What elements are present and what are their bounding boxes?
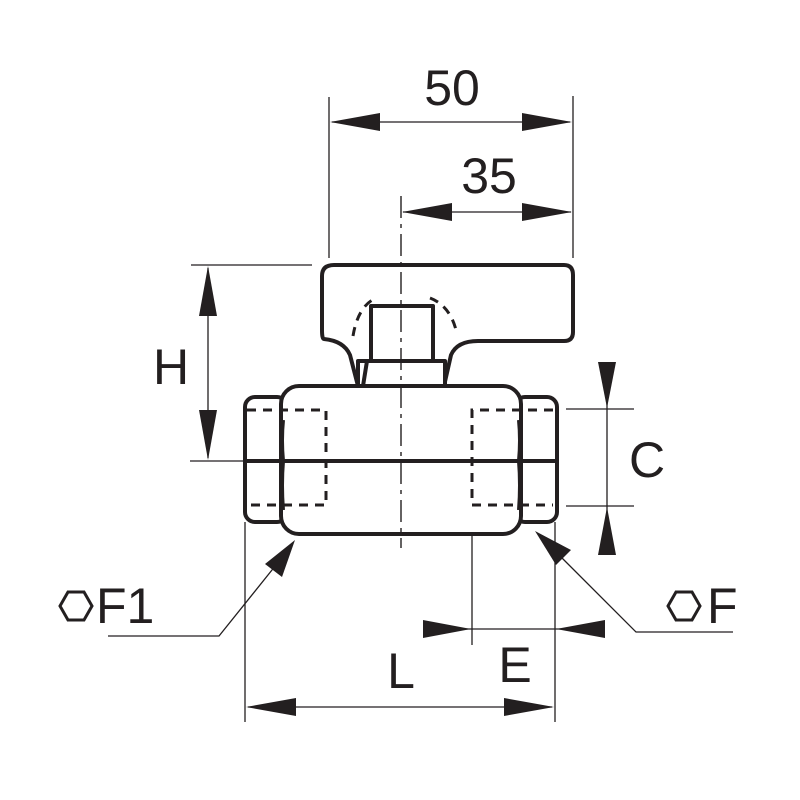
dimension-E-label: E <box>498 637 531 693</box>
callout-left-hex: F1 <box>58 540 295 637</box>
dimension-port-size: C <box>566 362 665 555</box>
dimension-length: L <box>244 522 556 722</box>
callout-right-hex: F <box>535 531 738 634</box>
dimension-C-label: C <box>629 432 665 488</box>
dimension-50-label: 50 <box>424 60 480 116</box>
right-hidden-bore <box>470 408 553 507</box>
dimension-H-label: H <box>153 339 189 395</box>
dimension-L-label: L <box>387 643 415 699</box>
dimension-35-label: 35 <box>461 148 517 204</box>
hexagon-icon <box>58 590 94 622</box>
valve-handle <box>320 263 575 388</box>
dimension-overall-width: 50 <box>328 60 574 258</box>
callout-F-label: F <box>707 578 738 634</box>
dimension-handle-offset: 35 <box>402 148 572 221</box>
handle-hidden-arc-left <box>351 296 377 337</box>
left-hidden-bore <box>247 408 328 507</box>
valve-body <box>243 384 559 536</box>
dimension-engagement: E <box>423 535 605 693</box>
hexagon-icon <box>666 590 702 622</box>
dimension-height: H <box>153 264 312 462</box>
handle-hidden-arc-right <box>429 296 459 335</box>
callout-F1-label: F1 <box>96 578 154 634</box>
